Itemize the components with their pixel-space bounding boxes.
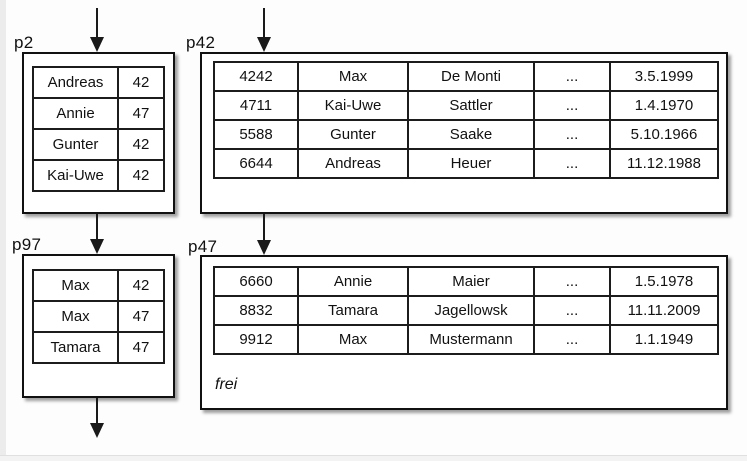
table-cell: 4711 [213,90,299,121]
table-cell: 11.12.1988 [609,148,719,179]
slide-left-edge [0,0,6,460]
table-row: 5588 Gunter Saake ... 5.10.1966 [213,119,719,150]
table-cell: 42 [117,128,165,161]
table-cell: ... [533,324,611,355]
table-cell: Andreas [32,66,119,99]
table-row: 4242 Max De Monti ... 3.5.1999 [213,61,719,92]
page-label-p2: p2 [14,33,34,52]
table-cell: 6660 [213,266,299,297]
table-cell: 5588 [213,119,299,150]
arrow-stem [263,8,265,39]
page-box-p97: Max 42 Max 47 Tamara 47 [22,254,175,398]
page-box-p42: 4242 Max De Monti ... 3.5.1999 4711 Kai-… [200,52,728,214]
table-cell: 47 [117,97,165,130]
table-row: Annie 47 [32,97,165,130]
table-cell: 47 [117,331,165,364]
table-row: Max 47 [32,300,165,333]
table-row: 6660 Annie Maier ... 1.5.1978 [213,266,719,297]
table-cell: Annie [297,266,409,297]
records-table-p47: 6660 Annie Maier ... 1.5.1978 8832 Tamar… [213,266,719,355]
table-cell: Sattler [407,90,535,121]
page-box-p47: 6660 Annie Maier ... 1.5.1978 8832 Tamar… [200,255,728,410]
table-cell: 1.1.1949 [609,324,719,355]
records-table-p2: Andreas 42 Annie 47 Gunter 42 Kai-Uwe 42 [32,66,165,192]
table-cell: Gunter [297,119,409,150]
table-cell: Heuer [407,148,535,179]
slide-bottom-edge [0,455,747,461]
arrow-stem [96,8,98,39]
table-cell: ... [533,266,611,297]
arrow-down-icon [257,240,271,255]
table-cell: 1.5.1978 [609,266,719,297]
table-cell: Saake [407,119,535,150]
table-cell: Max [297,61,409,92]
table-cell: ... [533,295,611,326]
table-cell: 1.4.1970 [609,90,719,121]
records-table-p42: 4242 Max De Monti ... 3.5.1999 4711 Kai-… [213,61,719,179]
page-label-p47: p47 [188,237,218,256]
table-cell: 6644 [213,148,299,179]
table-cell: Maier [407,266,535,297]
table-cell: Annie [32,97,119,130]
table-row: 9912 Max Mustermann ... 1.1.1949 [213,324,719,355]
table-cell: Tamara [297,295,409,326]
page-box-p2: Andreas 42 Annie 47 Gunter 42 Kai-Uwe 42 [22,52,175,214]
table-cell: 8832 [213,295,299,326]
table-cell: ... [533,90,611,121]
table-cell: 47 [117,300,165,333]
table-cell: 5.10.1966 [609,119,719,150]
table-row: Gunter 42 [32,128,165,161]
table-cell: 3.5.1999 [609,61,719,92]
table-cell: 42 [117,269,165,302]
table-cell: ... [533,148,611,179]
table-cell: Tamara [32,331,119,364]
table-cell: Max [32,269,119,302]
table-cell: Andreas [297,148,409,179]
arrow-down-icon [257,37,271,52]
records-table-p97: Max 42 Max 47 Tamara 47 [32,269,165,364]
page-label-p97: p97 [12,235,42,254]
arrow-down-icon [90,239,104,254]
table-cell: Gunter [32,128,119,161]
table-row: 4711 Kai-Uwe Sattler ... 1.4.1970 [213,90,719,121]
table-cell: ... [533,61,611,92]
table-row: 8832 Tamara Jagellowsk ... 11.11.2009 [213,295,719,326]
page-label-p42: p42 [186,33,216,52]
table-cell: Jagellowsk [407,295,535,326]
arrow-stem [263,214,265,241]
table-cell: Mustermann [407,324,535,355]
table-cell: De Monti [407,61,535,92]
table-cell: 42 [117,159,165,192]
table-cell: 4242 [213,61,299,92]
table-row: Kai-Uwe 42 [32,159,165,192]
table-row: Tamara 47 [32,331,165,364]
table-cell: ... [533,119,611,150]
arrow-down-icon [90,37,104,52]
free-space-label: frei [215,376,238,393]
table-cell: 11.11.2009 [609,295,719,326]
table-row: Max 42 [32,269,165,302]
table-cell: Kai-Uwe [297,90,409,121]
table-cell: 42 [117,66,165,99]
table-cell: Kai-Uwe [32,159,119,192]
arrow-stem [96,214,98,240]
arrow-down-icon [90,423,104,438]
table-row: Andreas 42 [32,66,165,99]
table-cell: Max [297,324,409,355]
table-row: 6644 Andreas Heuer ... 11.12.1988 [213,148,719,179]
table-cell: 9912 [213,324,299,355]
table-cell: Max [32,300,119,333]
arrow-stem [96,398,98,424]
